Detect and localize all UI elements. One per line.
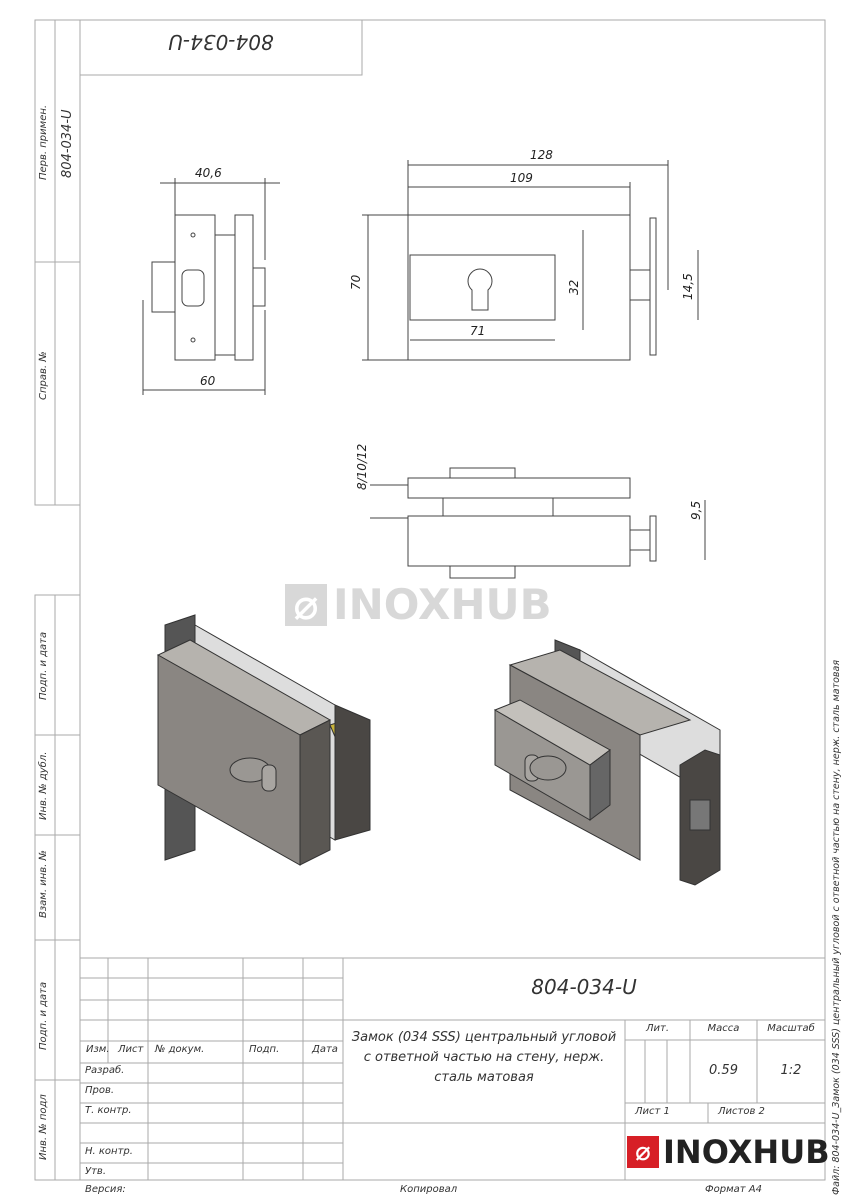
dim-side-overall: 128	[530, 148, 553, 162]
footer-version: Версия:	[85, 1184, 126, 1195]
dim-side-body: 109	[510, 171, 533, 185]
sheet-number: Лист 1	[635, 1106, 670, 1117]
file-label: Файл: 804-034-U_Замок (034 SSS) централь…	[831, 659, 842, 1195]
role-utv: Утв.	[85, 1166, 106, 1177]
footer-format: Формат A4	[705, 1184, 762, 1195]
role-t-kontr: Т. контр.	[85, 1105, 132, 1116]
header-podp: Подп.	[249, 1044, 280, 1055]
title-code: 804-034-U	[531, 975, 637, 999]
inoxhub-logo: ⌀INOXHUB	[627, 1133, 830, 1171]
footer-copied: Копировал	[400, 1184, 458, 1195]
role-prov: Пров.	[85, 1085, 115, 1096]
mass-value: 0.59	[709, 1063, 738, 1078]
role-n-kontr: Н. контр.	[85, 1146, 133, 1157]
technical-drawing: 40,6 60 128 109 70 32 71 14,5 8/10/12 9,…	[142, 148, 721, 886]
dim-bolt-height: 14,5	[681, 273, 695, 300]
header-data: Дата	[312, 1044, 338, 1055]
sheets-total: Листов 2	[718, 1106, 765, 1117]
label-podp-data-2: Подп. и дата	[38, 981, 49, 1050]
label-inv-podl: Инв. № подл	[38, 1094, 49, 1160]
header-izm: Изм.	[86, 1044, 110, 1055]
role-razrab: Разраб.	[85, 1065, 125, 1076]
header-doc: № докум.	[155, 1044, 205, 1055]
dim-glass-thickness: 8/10/12	[355, 444, 369, 490]
dim-cylinder-height: 32	[567, 280, 581, 295]
watermark-logo: ⌀INOXHUB	[285, 580, 552, 629]
scale-label: Масштаб	[767, 1023, 815, 1034]
front-view	[142, 178, 280, 395]
dim-bolt-offset: 9,5	[689, 501, 703, 520]
side-view	[362, 160, 699, 361]
title-description: Замок (034 SSS) центральный угловой с от…	[351, 1030, 617, 1085]
header-list: Лист	[118, 1044, 144, 1055]
scale-value: 1:2	[780, 1063, 802, 1078]
iso-view-right	[493, 639, 721, 886]
dim-side-height: 70	[349, 274, 363, 290]
dim-front-width: 40,6	[195, 166, 222, 180]
dim-front-depth: 60	[200, 374, 216, 388]
mass-label: Масса	[707, 1023, 740, 1034]
iso-view-left	[156, 614, 371, 866]
top-view	[370, 467, 706, 579]
lit-label: Лит.	[645, 1023, 670, 1034]
dim-cylinder-width: 71	[470, 324, 485, 338]
